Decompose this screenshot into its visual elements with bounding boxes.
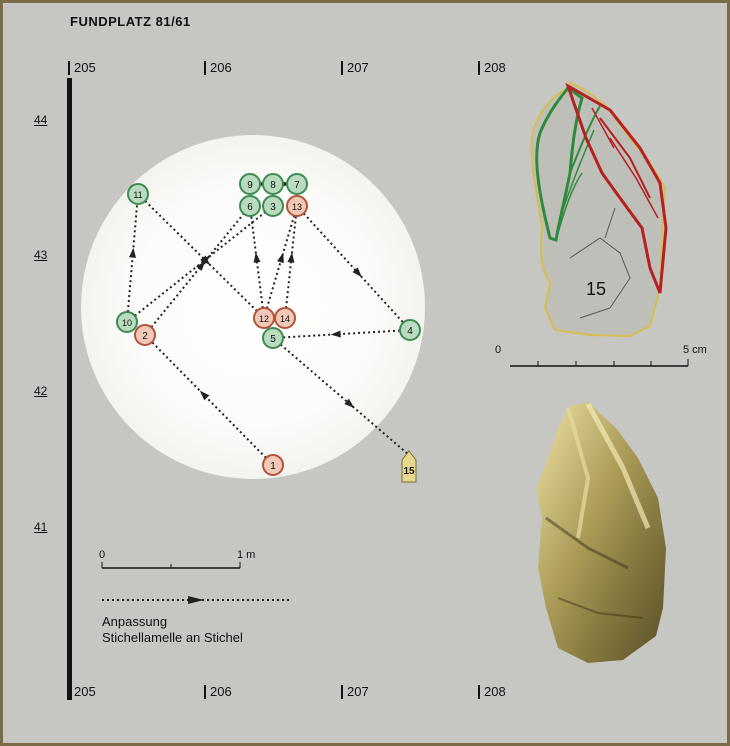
find-node-10: 10 [117, 312, 137, 332]
legend-line-2: Stichellamelle an Stichel [102, 630, 243, 646]
find-node-label-3: 3 [270, 202, 276, 213]
find-node-label-12: 12 [259, 314, 269, 324]
find-node-4: 4 [400, 320, 420, 340]
find-node-13: 13 [287, 196, 307, 216]
drawing-scale-start: 0 [495, 344, 501, 356]
find-node-1: 1 [263, 455, 283, 475]
find-node-14: 14 [275, 308, 295, 328]
find-node-label-7: 7 [294, 180, 300, 191]
drawing-scale-end: 5 cm [683, 344, 707, 356]
scale-end-label: 1 m [237, 549, 255, 561]
find-node-label-10: 10 [122, 318, 132, 328]
photo-stone [536, 402, 666, 663]
find-node-label-9: 9 [247, 180, 253, 191]
vertical-axis-line [67, 78, 72, 700]
burin-15-marker: 15 [402, 451, 416, 482]
find-node-label-5: 5 [270, 334, 276, 345]
drawing-number: 15 [586, 279, 606, 299]
scale-start-label: 0 [99, 549, 105, 561]
find-node-8: 8 [263, 174, 283, 194]
scale-bar-1m: 0 1 m [99, 549, 255, 568]
find-node-label-4: 4 [407, 326, 413, 337]
legend-arrow [102, 596, 292, 604]
find-node-2: 2 [135, 325, 155, 345]
find-node-label-8: 8 [270, 180, 276, 191]
find-node-label-11: 11 [133, 190, 142, 200]
find-node-6: 6 [240, 196, 260, 216]
find-node-label-2: 2 [142, 331, 148, 342]
find-node-label-6: 6 [247, 202, 253, 213]
find-node-label-13: 13 [292, 202, 302, 212]
artifact-photo [528, 398, 678, 668]
find-node-3: 3 [263, 196, 283, 216]
find-node-label-14: 14 [280, 314, 290, 324]
find-node-label-1: 1 [270, 461, 276, 472]
burin-label: 15 [403, 466, 415, 477]
legend-line-1: Anpassung [102, 614, 243, 630]
legend-text: Anpassung Stichellamelle an Stichel [102, 614, 243, 646]
find-node-7: 7 [287, 174, 307, 194]
find-node-12: 12 [254, 308, 274, 328]
artifact-drawing: 15 [510, 78, 720, 378]
find-node-11: 11 [128, 184, 148, 204]
find-node-9: 9 [240, 174, 260, 194]
find-node-5: 5 [263, 328, 283, 348]
